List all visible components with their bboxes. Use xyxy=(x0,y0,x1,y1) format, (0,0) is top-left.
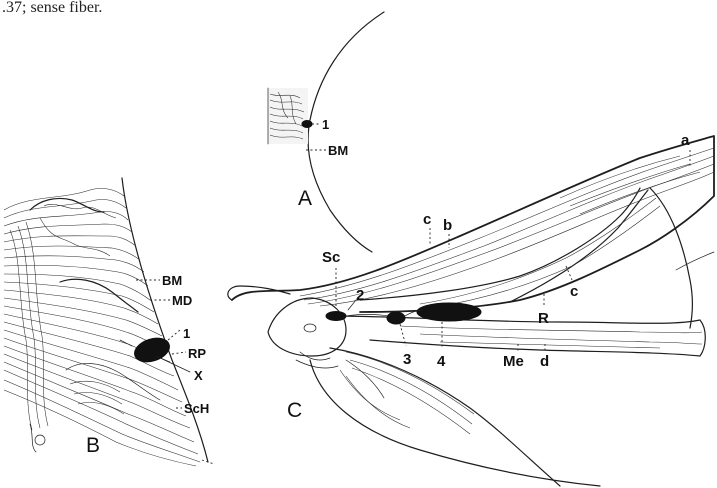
panel-c-inner-tendon xyxy=(360,188,640,300)
panel-c-fiber-lines xyxy=(300,148,714,308)
panel-c-upper-muscle-outline xyxy=(232,136,714,312)
panel-c-base-hole xyxy=(304,324,316,332)
panel-a: 1 BM A xyxy=(268,12,384,252)
panel-c-label-3: 3 xyxy=(403,351,411,368)
panel-b-letter: B xyxy=(86,434,100,457)
panel-c-label-c-upper: c xyxy=(423,211,431,228)
caption-text: .37; sense fiber. xyxy=(2,0,102,16)
panel-c-label-r: R xyxy=(538,310,549,327)
panel-b: BM MD 1 RP X ScH B xyxy=(4,178,214,466)
panel-c-nerve-3 xyxy=(387,312,405,324)
panel-c-label-me: Me xyxy=(503,353,524,370)
panel-a-nerve-spot xyxy=(302,121,312,128)
panel-c-letter: C xyxy=(287,399,302,422)
panel-c-label-2: 2 xyxy=(356,287,364,304)
panel-c-label-d: d xyxy=(540,353,549,370)
panel-b-leader-rp xyxy=(172,352,186,354)
panel-c-lower-spike xyxy=(346,360,384,398)
panel-c-nerve-2 xyxy=(326,312,346,321)
panel-c-label-b: b xyxy=(443,217,452,234)
panel-c-right-notch xyxy=(676,252,714,270)
panel-b-layered-tissue xyxy=(4,188,200,466)
panel-b-right-border xyxy=(122,178,208,462)
panel-b-label-1: 1 xyxy=(183,326,190,341)
panel-c-rod-hatch xyxy=(400,326,702,348)
panel-a-label-bm: BM xyxy=(328,143,348,158)
panel-c-label-c-lower: c xyxy=(570,283,578,300)
panel-b-label-rp: RP xyxy=(188,346,206,361)
panel-a-hatched-tissue xyxy=(268,88,308,144)
panel-c-base-ridges xyxy=(296,352,338,368)
panel-b-label-md: MD xyxy=(172,293,192,308)
panel-c-label-4: 4 xyxy=(437,353,446,370)
panel-a-letter: A xyxy=(298,187,312,210)
panel-c-nerve-4 xyxy=(417,303,481,321)
panel-b-leader-x xyxy=(156,356,190,372)
panel-c: a c b c R Sc 2 3 4 Me d C xyxy=(228,132,714,486)
panel-b-label-x: X xyxy=(194,368,203,383)
panel-b-leader-1 xyxy=(168,330,180,340)
panel-a-head-outline xyxy=(308,12,384,252)
panel-c-label-a: a xyxy=(681,132,690,149)
panel-b-label-bm: BM xyxy=(162,273,182,288)
panel-c-base-block xyxy=(268,298,346,356)
panel-b-nerve-fiber xyxy=(120,340,132,346)
panel-a-label-1: 1 xyxy=(322,117,329,132)
panel-b-label-sch: ScH xyxy=(184,401,209,416)
panel-c-knob-outline xyxy=(228,286,290,300)
panel-c-label-sc: Sc xyxy=(322,249,340,266)
